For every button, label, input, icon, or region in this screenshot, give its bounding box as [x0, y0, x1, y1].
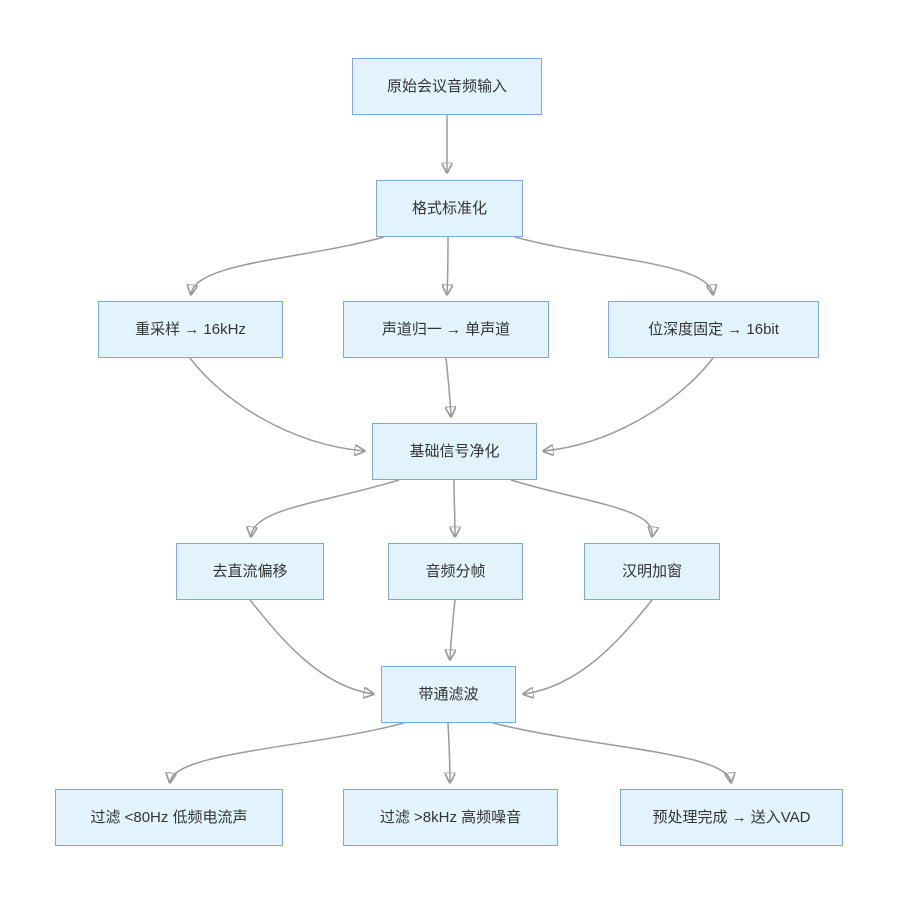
edge-bitdepth-to-cleanup	[544, 357, 714, 451]
node-basic-signal-cleanup: 基础信号净化	[372, 423, 537, 480]
node-dc-offset-removal: 去直流偏移	[176, 543, 324, 600]
edge-cleanup-to-hamming	[510, 479, 652, 536]
node-preprocess-done-vad: 预处理完成 → 送入VAD	[620, 789, 843, 846]
node-channel-to-mono: 声道归一 → 单声道	[343, 301, 549, 358]
edge-bandpass-to-vad	[492, 722, 731, 782]
node-raw-audio-input: 原始会议音频输入	[352, 58, 542, 115]
edge-mono-to-cleanup	[446, 357, 451, 416]
edge-framing-to-bandpass	[450, 599, 455, 659]
node-bit-depth-16bit: 位深度固定 → 16bit	[608, 301, 819, 358]
node-filter-low-hum: 过滤 <80Hz 低频电流声	[55, 789, 283, 846]
edge-hamming-to-bandpass	[524, 599, 653, 694]
edge-dcoffset-to-bandpass	[249, 599, 373, 694]
node-bandpass-filter: 带通滤波	[381, 666, 516, 723]
node-hamming-window: 汉明加窗	[584, 543, 720, 600]
edge-format-to-bitdepth	[514, 236, 713, 294]
edge-format-to-mono	[447, 236, 448, 294]
node-format-standardization: 格式标准化	[376, 180, 523, 237]
edge-format-to-resample	[191, 236, 385, 294]
edge-resample-to-cleanup	[189, 357, 364, 451]
node-resample-16khz: 重采样 → 16kHz	[98, 301, 283, 358]
edge-cleanup-to-framing	[454, 479, 455, 536]
edge-bandpass-to-highnoise	[448, 722, 450, 782]
node-filter-high-noise: 过滤 >8kHz 高频噪音	[343, 789, 558, 846]
node-audio-framing: 音频分帧	[388, 543, 523, 600]
edge-cleanup-to-dcoffset	[251, 479, 400, 536]
edge-bandpass-to-lowhum	[170, 722, 405, 782]
